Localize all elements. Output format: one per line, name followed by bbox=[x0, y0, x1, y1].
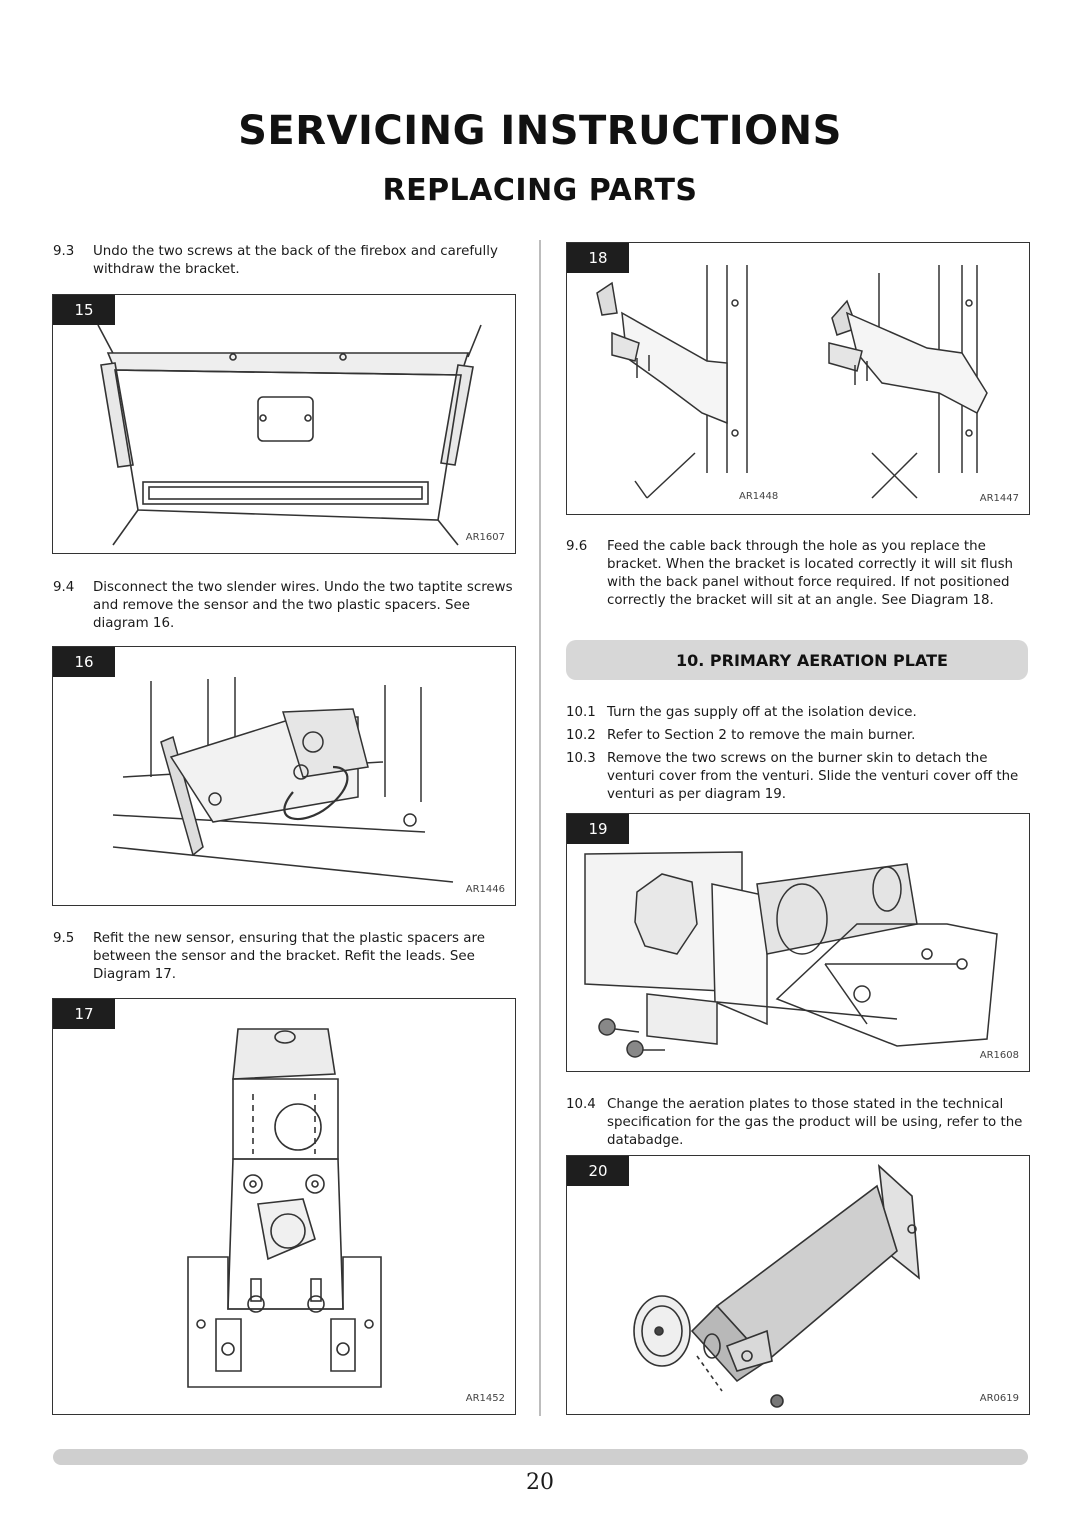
page-number: 20 bbox=[526, 1470, 554, 1495]
figure-18: 18 AR1448 AR1447 bbox=[566, 242, 1030, 515]
paragraph-9-4: 9.4 Disconnect the two slender wires. Un… bbox=[53, 579, 515, 633]
section-heading-bar: 10. PRIMARY AERATION PLATE bbox=[566, 640, 1028, 680]
step-number: 10.3 bbox=[566, 751, 596, 766]
drawing-code: AR0619 bbox=[979, 1393, 1019, 1404]
sensor-refit-diagram bbox=[187, 1028, 382, 1388]
figure-17: 17 AR1452 bbox=[52, 998, 516, 1415]
figure-19: 19 AR1608 bbox=[566, 813, 1030, 1072]
step-text: Refit the new sensor, ensuring that the … bbox=[93, 931, 485, 982]
aeration-plate-diagram bbox=[633, 1163, 920, 1408]
drawing-code: AR1608 bbox=[979, 1050, 1019, 1061]
drawing-code: AR1452 bbox=[465, 1393, 505, 1404]
column-divider bbox=[539, 240, 541, 1416]
footer-bar bbox=[53, 1449, 1028, 1465]
drawing-code-incorrect: AR1447 bbox=[979, 493, 1019, 504]
section-heading: 10. PRIMARY AERATION PLATE bbox=[676, 651, 948, 670]
step-number: 9.4 bbox=[53, 580, 75, 595]
paragraph-10-1: 10.1 Turn the gas supply off at the isol… bbox=[566, 704, 1030, 722]
figure-number-badge: 18 bbox=[567, 243, 629, 273]
step-number: 10.2 bbox=[566, 728, 596, 743]
step-text: Disconnect the two slender wires. Undo t… bbox=[93, 580, 513, 631]
figure-number-badge: 20 bbox=[567, 1156, 629, 1186]
step-number: 10.1 bbox=[566, 705, 596, 720]
figure-15: 15 AR1607 bbox=[52, 294, 516, 554]
venturi-cover-diagram bbox=[584, 851, 998, 1058]
step-text: Change the aeration plates to those stat… bbox=[607, 1097, 1023, 1148]
figure-number-badge: 15 bbox=[53, 295, 115, 325]
bracket-position-diagram bbox=[596, 265, 988, 499]
figure-number-badge: 16 bbox=[53, 647, 115, 677]
sensor-removal-diagram bbox=[112, 677, 454, 883]
step-number: 9.6 bbox=[566, 539, 588, 554]
paragraph-9-3: 9.3 Undo the two screws at the back of t… bbox=[53, 243, 515, 279]
step-number: 10.4 bbox=[566, 1097, 596, 1112]
step-number: 9.5 bbox=[53, 931, 75, 946]
figure-16: 16 AR1446 bbox=[52, 646, 516, 906]
paragraph-10-3: 10.3 Remove the two screws on the burner… bbox=[566, 750, 1030, 804]
paragraph-9-5: 9.5 Refit the new sensor, ensuring that … bbox=[53, 930, 515, 984]
drawing-code: AR1446 bbox=[465, 884, 505, 895]
page-subtitle: REPLACING PARTS bbox=[382, 173, 698, 208]
paragraph-10-4: 10.4 Change the aeration plates to those… bbox=[566, 1096, 1030, 1150]
paragraph-10-2: 10.2 Refer to Section 2 to remove the ma… bbox=[566, 727, 1030, 745]
step-text: Turn the gas supply off at the isolation… bbox=[607, 705, 917, 720]
step-text: Remove the two screws on the burner skin… bbox=[607, 751, 1019, 802]
step-text: Undo the two screws at the back of the f… bbox=[93, 244, 498, 277]
step-text: Refer to Section 2 to remove the main bu… bbox=[607, 728, 916, 743]
step-text: Feed the cable back through the hole as … bbox=[607, 539, 1014, 608]
step-number: 9.3 bbox=[53, 244, 75, 259]
drawing-code-correct: AR1448 bbox=[739, 491, 779, 502]
page-title: SERVICING INSTRUCTIONS bbox=[238, 108, 842, 154]
paragraph-9-6: 9.6 Feed the cable back through the hole… bbox=[566, 538, 1030, 610]
figure-20: 20 AR0619 bbox=[566, 1155, 1030, 1415]
figure-number-badge: 19 bbox=[567, 814, 629, 844]
drawing-code: AR1607 bbox=[465, 532, 505, 543]
bracket-removal-diagram bbox=[97, 324, 482, 546]
figure-number-badge: 17 bbox=[53, 999, 115, 1029]
